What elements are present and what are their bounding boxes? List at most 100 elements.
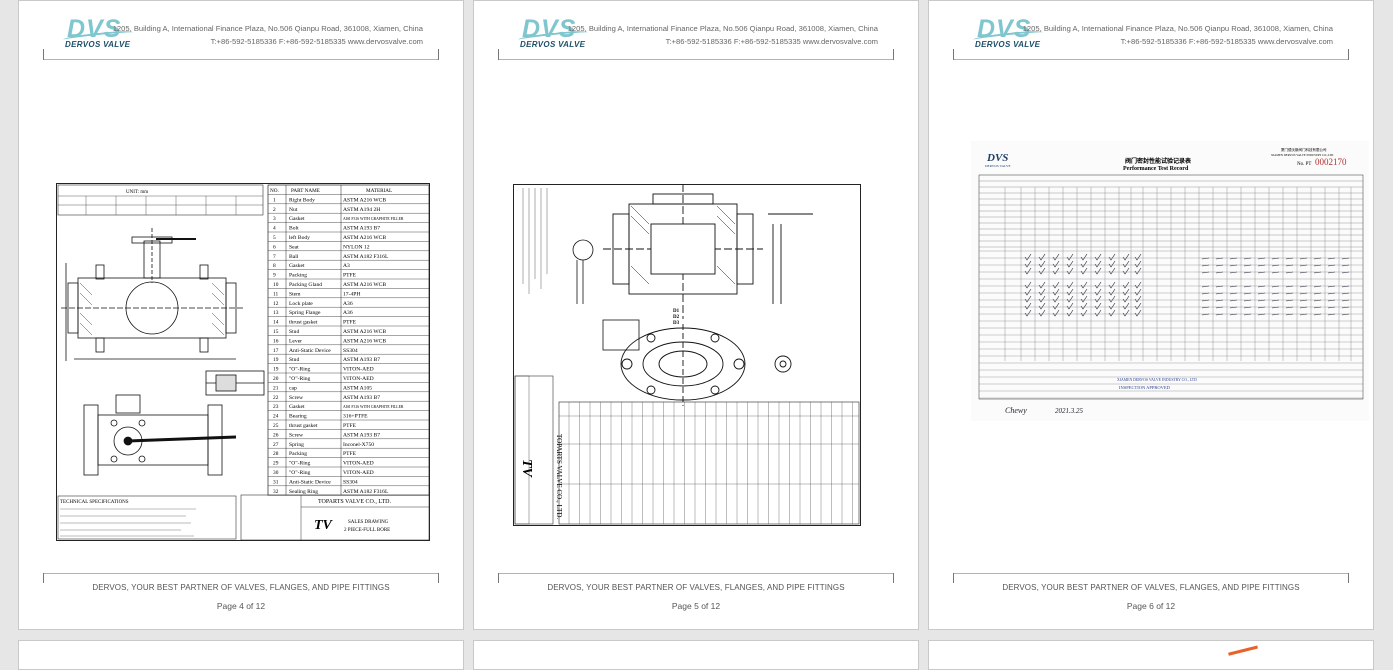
page-header: DVS DERVOS VALVE 1205, Building A, Inter… xyxy=(19,1,463,61)
record-title-en: Performance Test Record xyxy=(1123,166,1189,172)
parts-row-material: 316+PTFE xyxy=(343,414,368,420)
parts-row-name: "O"-Ring xyxy=(289,367,311,373)
parts-row-no: 29 xyxy=(273,461,279,467)
parts-row-material: NYLON 12 xyxy=(343,244,370,250)
parts-row-name: thrust gasket xyxy=(289,320,318,326)
parts-row-material: ASTM A193 B7 xyxy=(343,432,380,438)
parts-row-name: "O"-Ring xyxy=(289,376,311,382)
parts-row-name: Lock plate xyxy=(289,301,313,307)
parts-row-name: Sealing Ring xyxy=(289,489,318,495)
tech-spec-heading: TECHNICAL SPECIFICATIONS xyxy=(60,500,129,505)
parts-row-material: ASTM A193 B7 xyxy=(343,357,380,363)
parts-row-no: 20 xyxy=(273,376,279,382)
parts-row-name: Anti-Static Device xyxy=(289,348,331,354)
parts-row-no: 19 xyxy=(273,367,279,373)
parts-row-no: 13 xyxy=(273,310,279,316)
parts-row-name: Gasket xyxy=(289,263,305,269)
parts-row-material: ASTM A216 WCB xyxy=(343,282,386,288)
parts-row-no: 27 xyxy=(273,442,279,448)
parts-row-no: 8 xyxy=(273,263,276,269)
date-signature: 2021.3.25 xyxy=(1055,407,1084,415)
parts-row-no: 32 xyxy=(273,489,279,495)
parts-header-cell: NO. xyxy=(270,188,279,194)
header-address: 1205, Building A, International Finance … xyxy=(567,24,878,46)
parts-row-no: 26 xyxy=(273,432,279,438)
parts-row-material: A36 xyxy=(343,310,353,316)
parts-row-name: "O"-Ring xyxy=(289,470,311,476)
record-company: 厦门德沃斯阀门科技有限公司 xyxy=(1281,147,1327,152)
parts-row-name: Spring xyxy=(289,442,304,448)
parts-row-material: A36 xyxy=(343,301,353,307)
parts-row-material: ASTM A193 B7 xyxy=(343,226,380,232)
record-logo-sub: DERVOS VALVE xyxy=(985,164,1011,168)
parts-row-name: Anti-Static Device xyxy=(289,479,331,485)
parts-row-material: PTFE xyxy=(343,320,357,326)
parts-row-material: SS304 xyxy=(343,479,358,485)
parts-row-name: Packing Gland xyxy=(289,282,322,288)
parts-row-no: 28 xyxy=(273,451,279,457)
stamp-fragment xyxy=(1228,645,1260,664)
parts-row-name: Bearing xyxy=(289,414,307,420)
header-address: 1205, Building A, International Finance … xyxy=(1022,24,1333,46)
approved-company: XIAMEN DERVOS VALVE INDUSTRY CO., LTD xyxy=(1117,378,1197,383)
parts-row-material: ASTM A216 WCB xyxy=(343,197,386,203)
footer-slogan: DERVOS, YOUR BEST PARTNER OF VALVES, FLA… xyxy=(92,583,390,592)
page-header: DVS DERVOS VALVE 1205, Building A, Inter… xyxy=(474,1,918,61)
parts-row-material: AISI F316 WITH GRAPHITE FILLER xyxy=(343,405,404,409)
record-company-en: XIAMEN DERVOS VALVE INDUSTRY CO.,LTD xyxy=(1271,153,1334,158)
parts-row-name: Packing xyxy=(289,451,307,457)
document-page-7-partial xyxy=(18,640,464,670)
document-page-4: DVS DERVOS VALVE 1205, Building A, Inter… xyxy=(18,0,464,630)
parts-row-material: A3 xyxy=(343,263,350,269)
parts-row-material: VITON-AED xyxy=(343,461,374,467)
approved-stamp: INSPECTION APPROVED xyxy=(1119,385,1171,390)
parts-row-no: 16 xyxy=(273,338,279,344)
bottom-spec-table xyxy=(558,401,860,525)
parts-row-no: 24 xyxy=(273,414,279,420)
parts-row-material: PTFE xyxy=(343,273,357,279)
parts-row-no: 7 xyxy=(273,254,276,260)
parts-row-no: 5 xyxy=(273,235,276,241)
label-d1: D1 xyxy=(673,309,680,314)
parts-row-name: Bolt xyxy=(289,226,299,232)
parts-row-no: 30 xyxy=(273,470,279,476)
parts-row-material: PTFE xyxy=(343,451,357,457)
parts-row-name: Stud xyxy=(289,357,299,363)
svg-text:TV: TV xyxy=(519,459,534,479)
document-page-8-partial xyxy=(473,640,919,670)
title-block-company: TOPARTS VALVE CO., LTD. xyxy=(318,499,391,505)
parts-row-material: AISI F316 WITH GRAPHITE FILLER xyxy=(343,217,404,221)
parts-row-no: 11 xyxy=(273,291,278,297)
record-grid-lines xyxy=(978,174,1364,400)
parts-row-no: 6 xyxy=(273,244,276,250)
document-page-6: DVS DERVOS VALVE 1205, Building A, Inter… xyxy=(928,0,1374,630)
parts-row-material: VITON-AED xyxy=(343,376,374,382)
record-title-cn: 阀门密封性能试验记录表 xyxy=(1125,157,1192,165)
parts-row-no: 4 xyxy=(273,226,276,232)
page-header: DVS DERVOS VALVE 1205, Building A, Inter… xyxy=(929,1,1373,61)
parts-row-no: 9 xyxy=(273,273,276,279)
footer-slogan: DERVOS, YOUR BEST PARTNER OF VALVES, FLA… xyxy=(547,583,845,592)
parts-row-name: Lever xyxy=(289,338,302,344)
parts-row-no: 12 xyxy=(273,301,279,307)
parts-row-name: Screw xyxy=(289,432,304,438)
parts-row-material: VITON-AED xyxy=(343,367,374,373)
footer-slogan: DERVOS, YOUR BEST PARTNER OF VALVES, FLA… xyxy=(1002,583,1300,592)
parts-row-material: ASTM A182 F316L xyxy=(343,254,389,260)
parts-row-name: Seat xyxy=(289,244,299,250)
parts-row-no: 2 xyxy=(273,207,276,213)
inspector-signature: Chewy xyxy=(1005,406,1027,415)
parts-row-material: VITON-AED xyxy=(343,470,374,476)
parts-row-name: Screw xyxy=(289,395,304,401)
parts-row-name: Stem xyxy=(289,291,301,297)
parts-row-no: 23 xyxy=(273,404,279,410)
performance-test-record: DVS DERVOS VALVE 阀门密封性能试验记录表 Performance… xyxy=(971,141,1369,421)
parts-row-name: Ball xyxy=(289,254,299,260)
record-no-label: No. PT xyxy=(1297,162,1311,167)
tv-mark: TV xyxy=(314,518,334,533)
page-number: Page 4 of 12 xyxy=(216,601,266,611)
document-page-9-partial xyxy=(928,640,1374,670)
parts-row-no: 14 xyxy=(273,320,279,326)
dervos-logo: DVS DERVOS VALVE xyxy=(517,15,608,51)
